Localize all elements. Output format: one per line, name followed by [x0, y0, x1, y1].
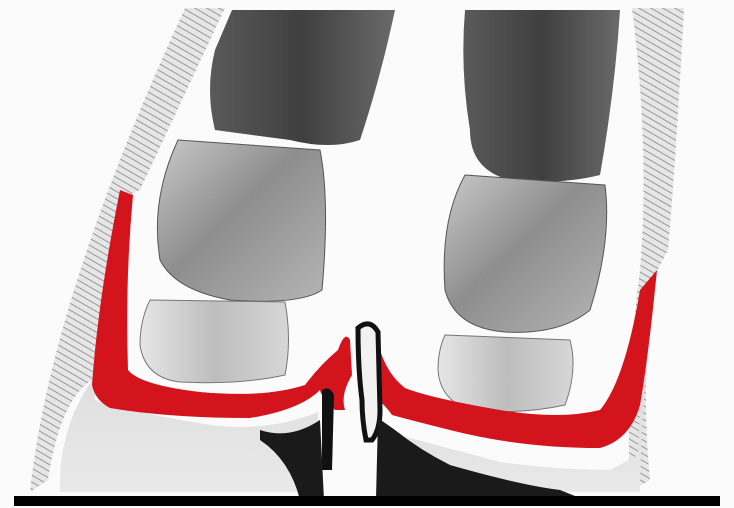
left-frog-groove [322, 388, 334, 470]
ground-line [14, 496, 720, 506]
left-lower-bone [140, 300, 289, 383]
right-hoof-wall [629, 8, 684, 492]
right-middle-bone [444, 175, 607, 332]
right-upper-pastern-bone [463, 10, 620, 182]
left-upper-pastern-bone [210, 10, 395, 145]
right-lower-bone [438, 335, 573, 412]
left-middle-bone [157, 140, 325, 301]
central-frog-outline [358, 324, 380, 440]
